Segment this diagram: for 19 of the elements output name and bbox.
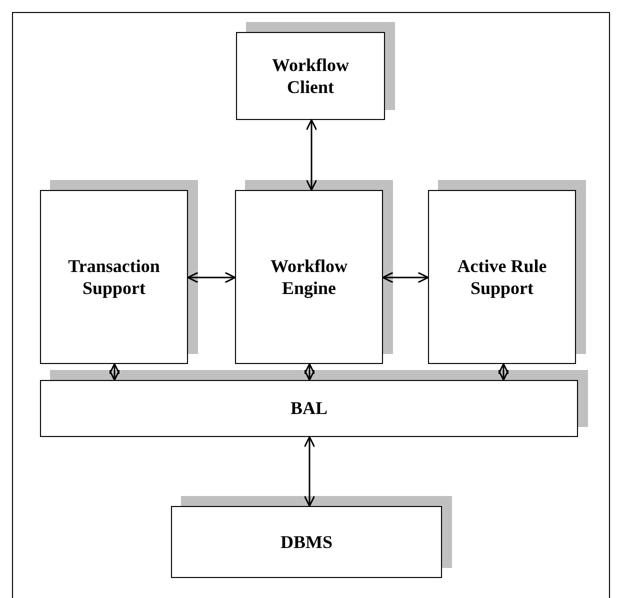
box-label: BAL — [290, 397, 328, 420]
process-box — [40, 380, 578, 437]
process-box — [428, 190, 576, 364]
double-arrow — [187, 272, 236, 284]
double-arrow — [498, 363, 510, 381]
double-arrow — [306, 119, 318, 191]
box-label: Active Rule Support — [456, 254, 548, 300]
box-label: Workflow Engine — [269, 254, 348, 300]
double-arrow — [304, 363, 316, 381]
box-label: Workflow Client — [270, 54, 350, 98]
double-arrow — [304, 436, 316, 507]
process-box — [236, 32, 385, 120]
box-label: DBMS — [280, 530, 332, 554]
double-arrow — [108, 363, 120, 381]
process-box — [235, 190, 383, 364]
double-arrow — [382, 272, 429, 284]
box-label: Transaction Support — [67, 254, 161, 300]
process-box — [171, 506, 442, 578]
process-box — [40, 190, 188, 364]
